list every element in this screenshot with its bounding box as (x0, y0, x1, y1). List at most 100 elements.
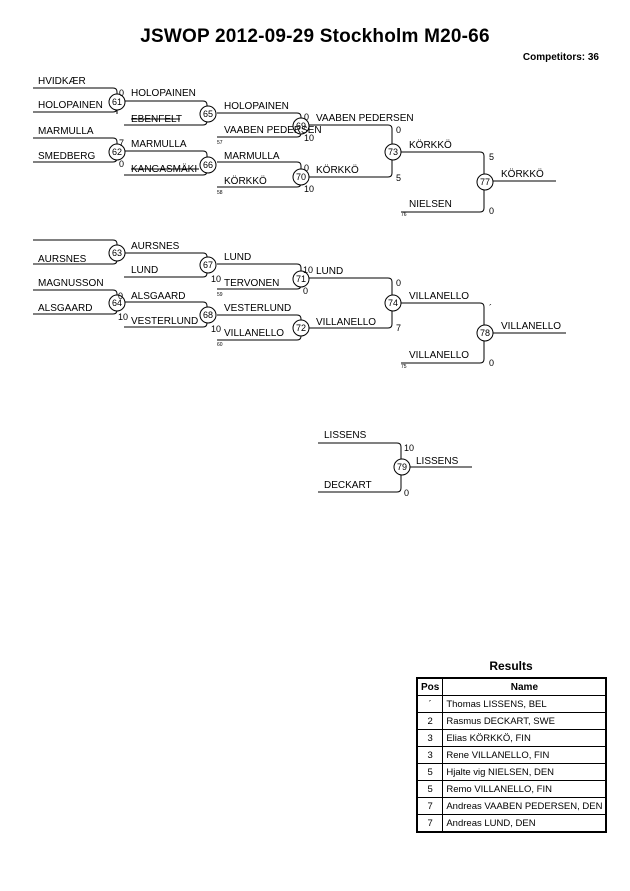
score: 0 (304, 163, 309, 173)
score: 7 (396, 323, 401, 333)
score: 5 (489, 152, 494, 162)
match-number: 65 (203, 109, 213, 119)
results-title: Results (489, 659, 533, 673)
match-circle (199, 105, 217, 123)
competitors-count: Competitors: 36 (522, 52, 599, 63)
match-number: 69 (296, 121, 306, 131)
score: 10 (211, 324, 221, 334)
score: 10 (211, 274, 221, 284)
table-row: ´Thomas LISSENS, BEL (416, 695, 607, 713)
score: 0 (118, 291, 123, 301)
player-name: VILLANELLO (316, 317, 376, 328)
result-name: Rene VILLANELLO, FIN (442, 746, 607, 764)
match-number: 61 (112, 97, 122, 107)
score: 0 (303, 286, 308, 296)
player-name: AURSNES (38, 254, 87, 265)
match-circle (292, 168, 310, 186)
player-name: SMEDBERG (38, 151, 95, 162)
bye-number: 75 (401, 364, 407, 370)
result-name: Thomas LISSENS, BEL (442, 695, 607, 713)
match-circles (108, 93, 494, 476)
player-name: VAABEN PEDERSEN (224, 125, 322, 136)
bye-number: 58 (217, 190, 223, 196)
match-number: 67 (203, 260, 213, 270)
score: 0 (119, 88, 124, 98)
match-circle (199, 306, 217, 324)
result-pos: 3 (416, 746, 444, 764)
match-circle (199, 156, 217, 174)
player-name: VILLANELLO (224, 328, 284, 339)
match-circle (108, 143, 126, 161)
player-name: HOLOPAINEN (131, 88, 196, 99)
player-name: LUND (131, 265, 158, 276)
player-name: HVIDKÆR (38, 76, 86, 87)
score: 0 (396, 125, 401, 135)
match-number: 62 (112, 147, 122, 157)
score: 10 (404, 443, 414, 453)
player-name: LUND (316, 266, 343, 277)
player-name: KÖRKKÖ (316, 164, 359, 176)
result-pos: 5 (416, 780, 444, 798)
player-name: MAGNUSSON (38, 278, 104, 289)
player-name: MARMULLA (38, 126, 94, 137)
match-number: 64 (112, 298, 122, 308)
result-name: Rasmus DECKART, SWE (442, 712, 607, 730)
player-name: HOLOPAINEN (38, 100, 103, 111)
player-name: ALSGAARD (38, 303, 92, 314)
result-pos: 7 (416, 797, 444, 815)
player-name: LISSENS (324, 430, 367, 441)
result-pos: 5 (416, 763, 444, 781)
bye-number: 57 (217, 140, 223, 146)
match-number: 74 (388, 298, 398, 308)
match-circle (292, 319, 310, 337)
match-circle (476, 173, 494, 191)
score: ´ (489, 303, 492, 313)
score: 0 (304, 112, 309, 122)
match-number: 70 (296, 172, 306, 182)
player-name: KÖRKKÖ (224, 175, 267, 187)
match-number: 68 (203, 310, 213, 320)
score: 0 (404, 488, 409, 498)
match-number: 73 (388, 147, 398, 157)
result-name: Andreas LUND, DEN (442, 814, 607, 833)
match-number: 71 (296, 274, 306, 284)
score: 0 (489, 358, 494, 368)
match-circle (476, 324, 494, 342)
score: 10 (304, 133, 314, 143)
result-name: Hjalte vig NIELSEN, DEN (442, 763, 607, 781)
result-name: Andreas VAABEN PEDERSEN, DEN (442, 797, 607, 815)
score: 10 (118, 312, 128, 322)
bye-number: 59 (217, 292, 223, 298)
match-circle (292, 270, 310, 288)
match-circle (108, 93, 126, 111)
match-number: 78 (480, 328, 490, 338)
score: 7 (119, 138, 124, 148)
score: 0 (489, 206, 494, 216)
score: 10 (304, 184, 314, 194)
match-circle (108, 294, 126, 312)
player-name: KÖRKKÖ (409, 139, 452, 151)
player-name: ALSGAARD (131, 291, 185, 302)
result-name: Remo VILLANELLO, FIN (442, 780, 607, 798)
player-name: VILLANELLO (409, 291, 469, 302)
match-circle (384, 143, 402, 161)
match-circle (108, 244, 126, 262)
bracket-winner: VILLANELLO (501, 321, 561, 332)
bye-number: 60 (217, 342, 223, 348)
player-name: MARMULLA (224, 151, 280, 162)
name-header: Name (442, 677, 607, 696)
results-header-row: Pos Name (416, 677, 607, 696)
match-number: 66 (203, 160, 213, 170)
match-circle (393, 458, 411, 476)
result-pos: 3 (416, 729, 444, 747)
match-number: 72 (296, 323, 306, 333)
score: 0 (396, 278, 401, 288)
final-winner: LISSENS (416, 456, 459, 467)
